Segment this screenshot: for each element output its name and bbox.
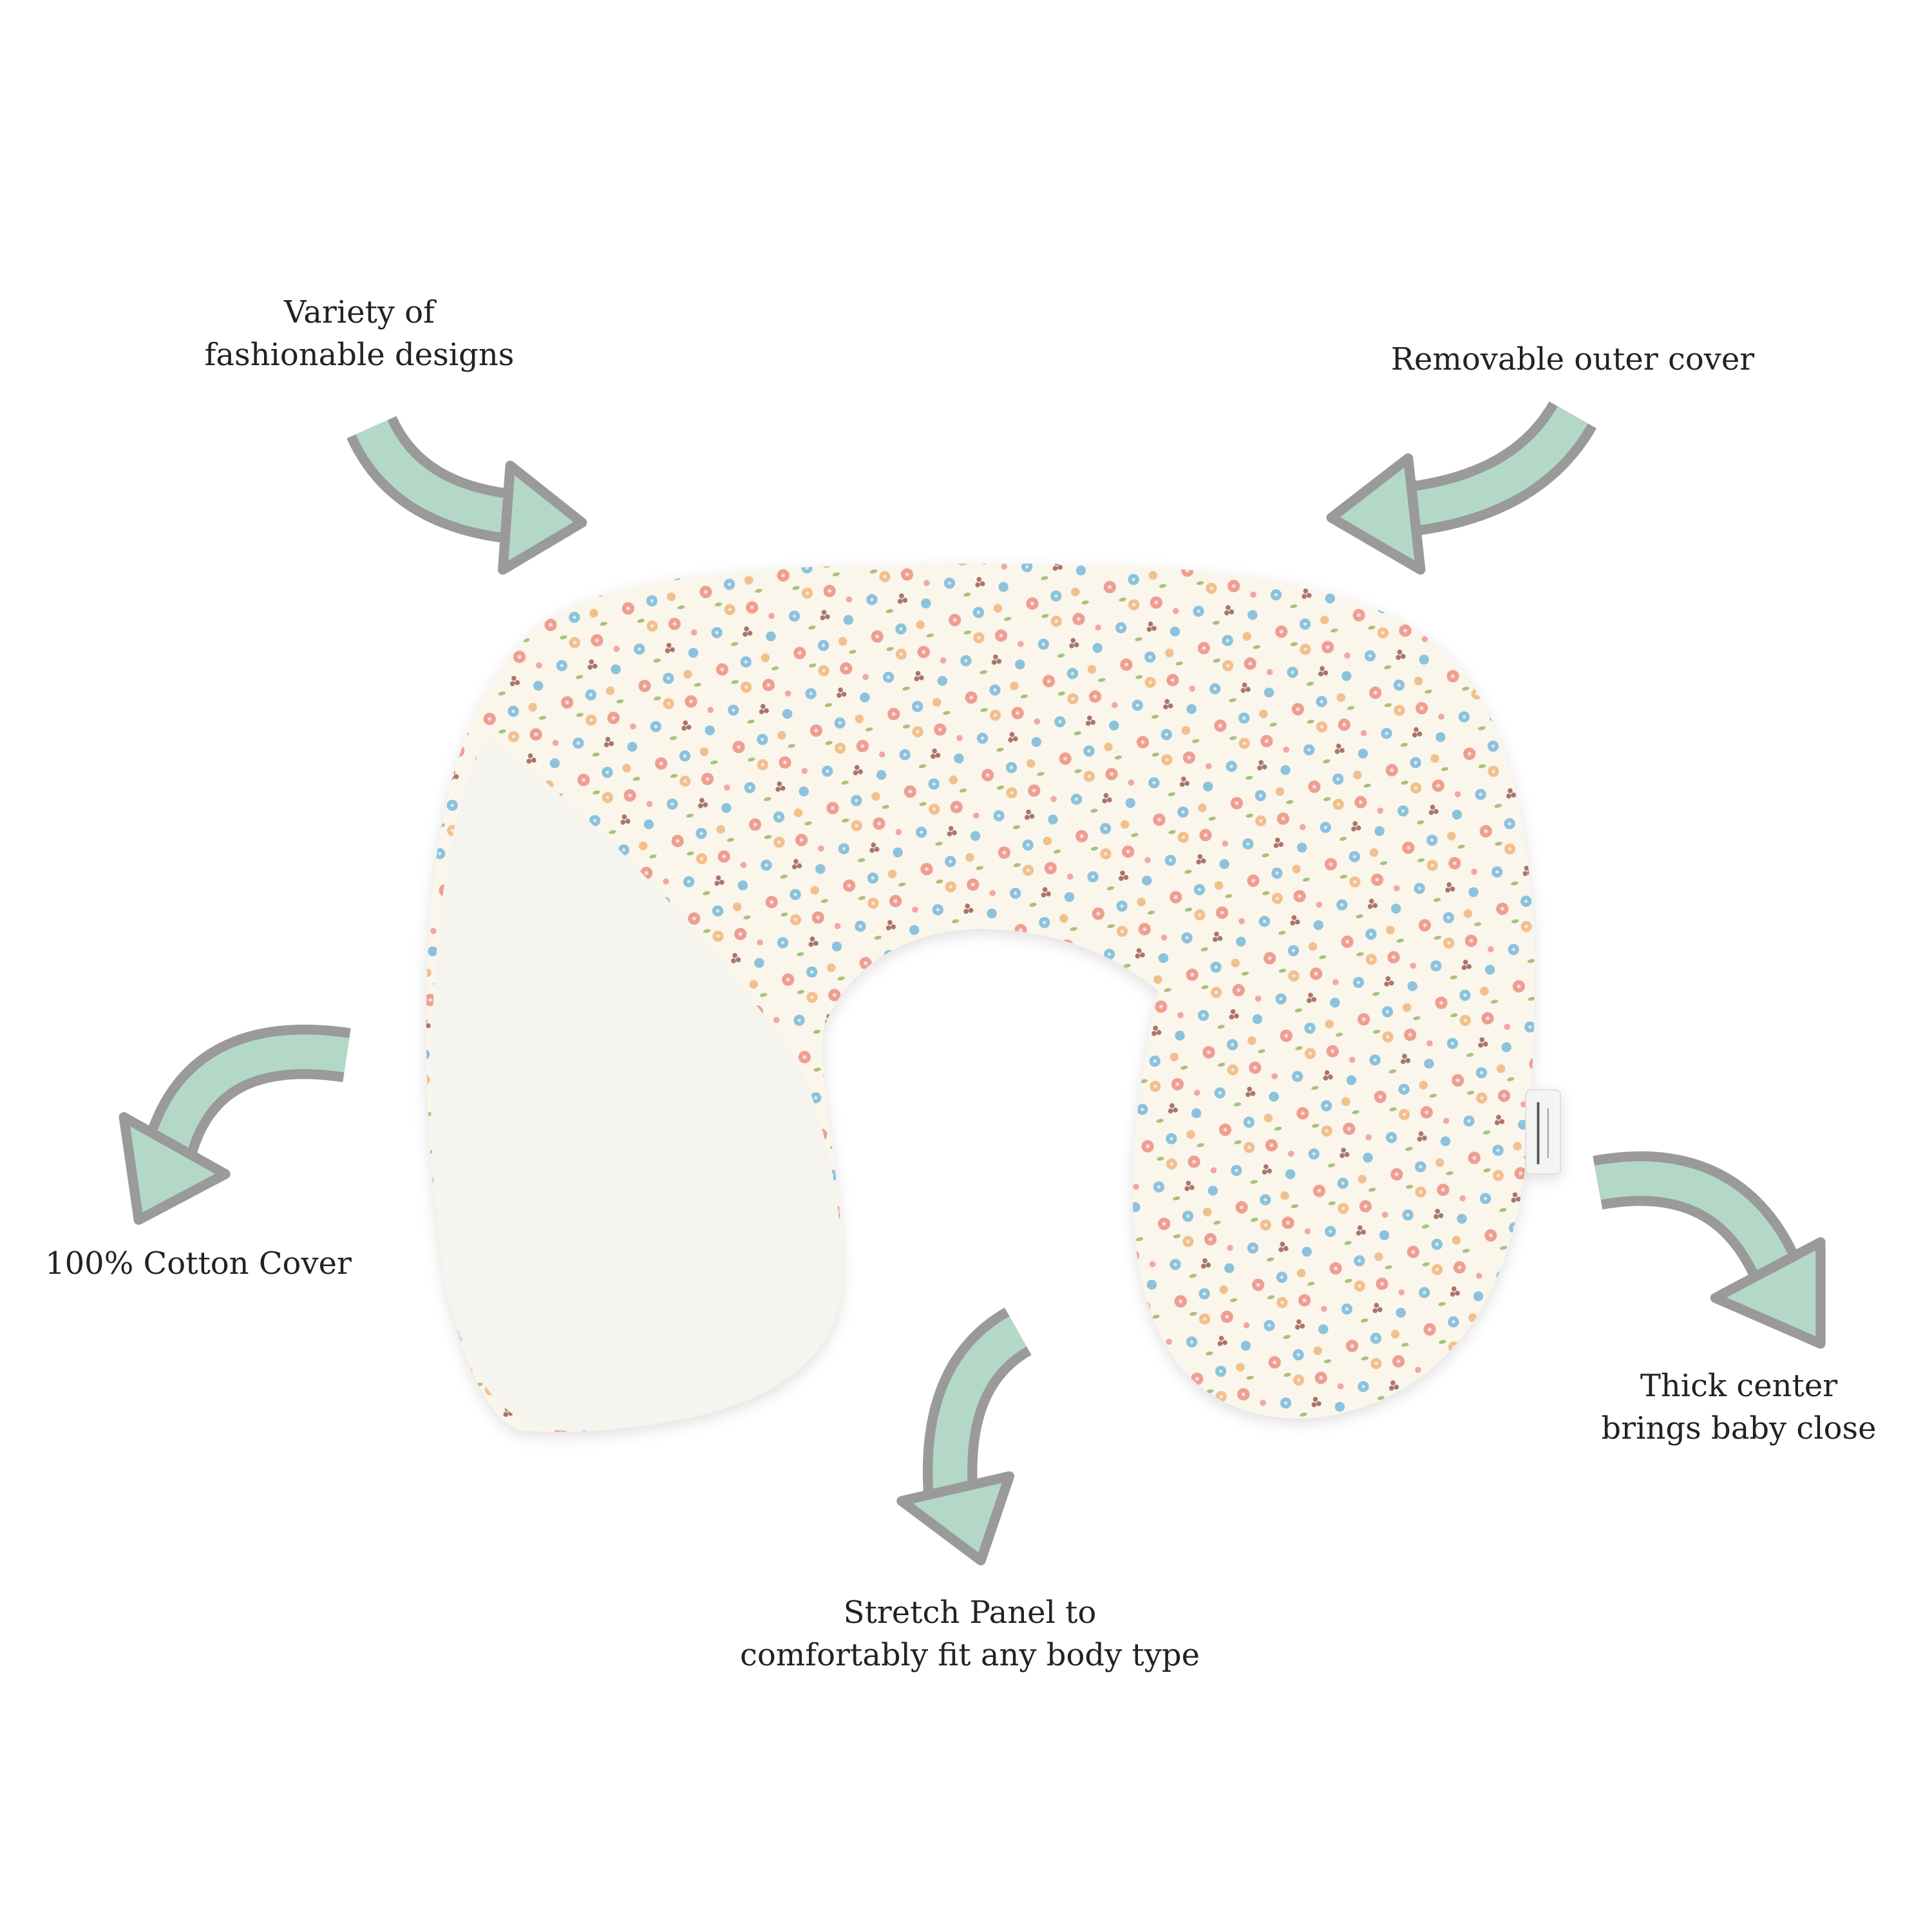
caption-stretch: Stretch Panel to comfortably fit any bod… <box>740 1591 1200 1676</box>
caption-cotton: 100% Cotton Cover <box>45 1242 352 1285</box>
arrow-center-icon <box>1593 1151 1826 1349</box>
caption-stretch-line2: comfortably fit any body type <box>740 1637 1200 1673</box>
caption-designs-line1: Variety of <box>284 294 435 330</box>
caption-cover-line1: Removable outer cover <box>1390 341 1755 377</box>
caption-cotton-line1: 100% Cotton Cover <box>45 1245 352 1282</box>
caption-center: Thick center brings baby close <box>1601 1365 1876 1450</box>
arrow-stretch-icon <box>896 1307 1032 1566</box>
caption-center-line2: brings baby close <box>1601 1410 1877 1446</box>
arrow-cotton-icon <box>118 1024 351 1225</box>
nursing-pillow <box>426 564 1562 1432</box>
cotton-stretch-panel <box>431 737 842 1431</box>
caption-center-line1: Thick center <box>1640 1368 1838 1404</box>
arrow-cover-icon <box>1326 401 1597 575</box>
arrow-designs-icon <box>346 415 587 575</box>
caption-designs-line2: fashionable designs <box>204 337 515 373</box>
caption-stretch-line1: Stretch Panel to <box>843 1595 1097 1631</box>
caption-cover: Removable outer cover <box>1391 338 1754 381</box>
pillow-tag <box>1525 1089 1562 1175</box>
caption-designs: Variety of fashionable designs <box>205 291 515 376</box>
